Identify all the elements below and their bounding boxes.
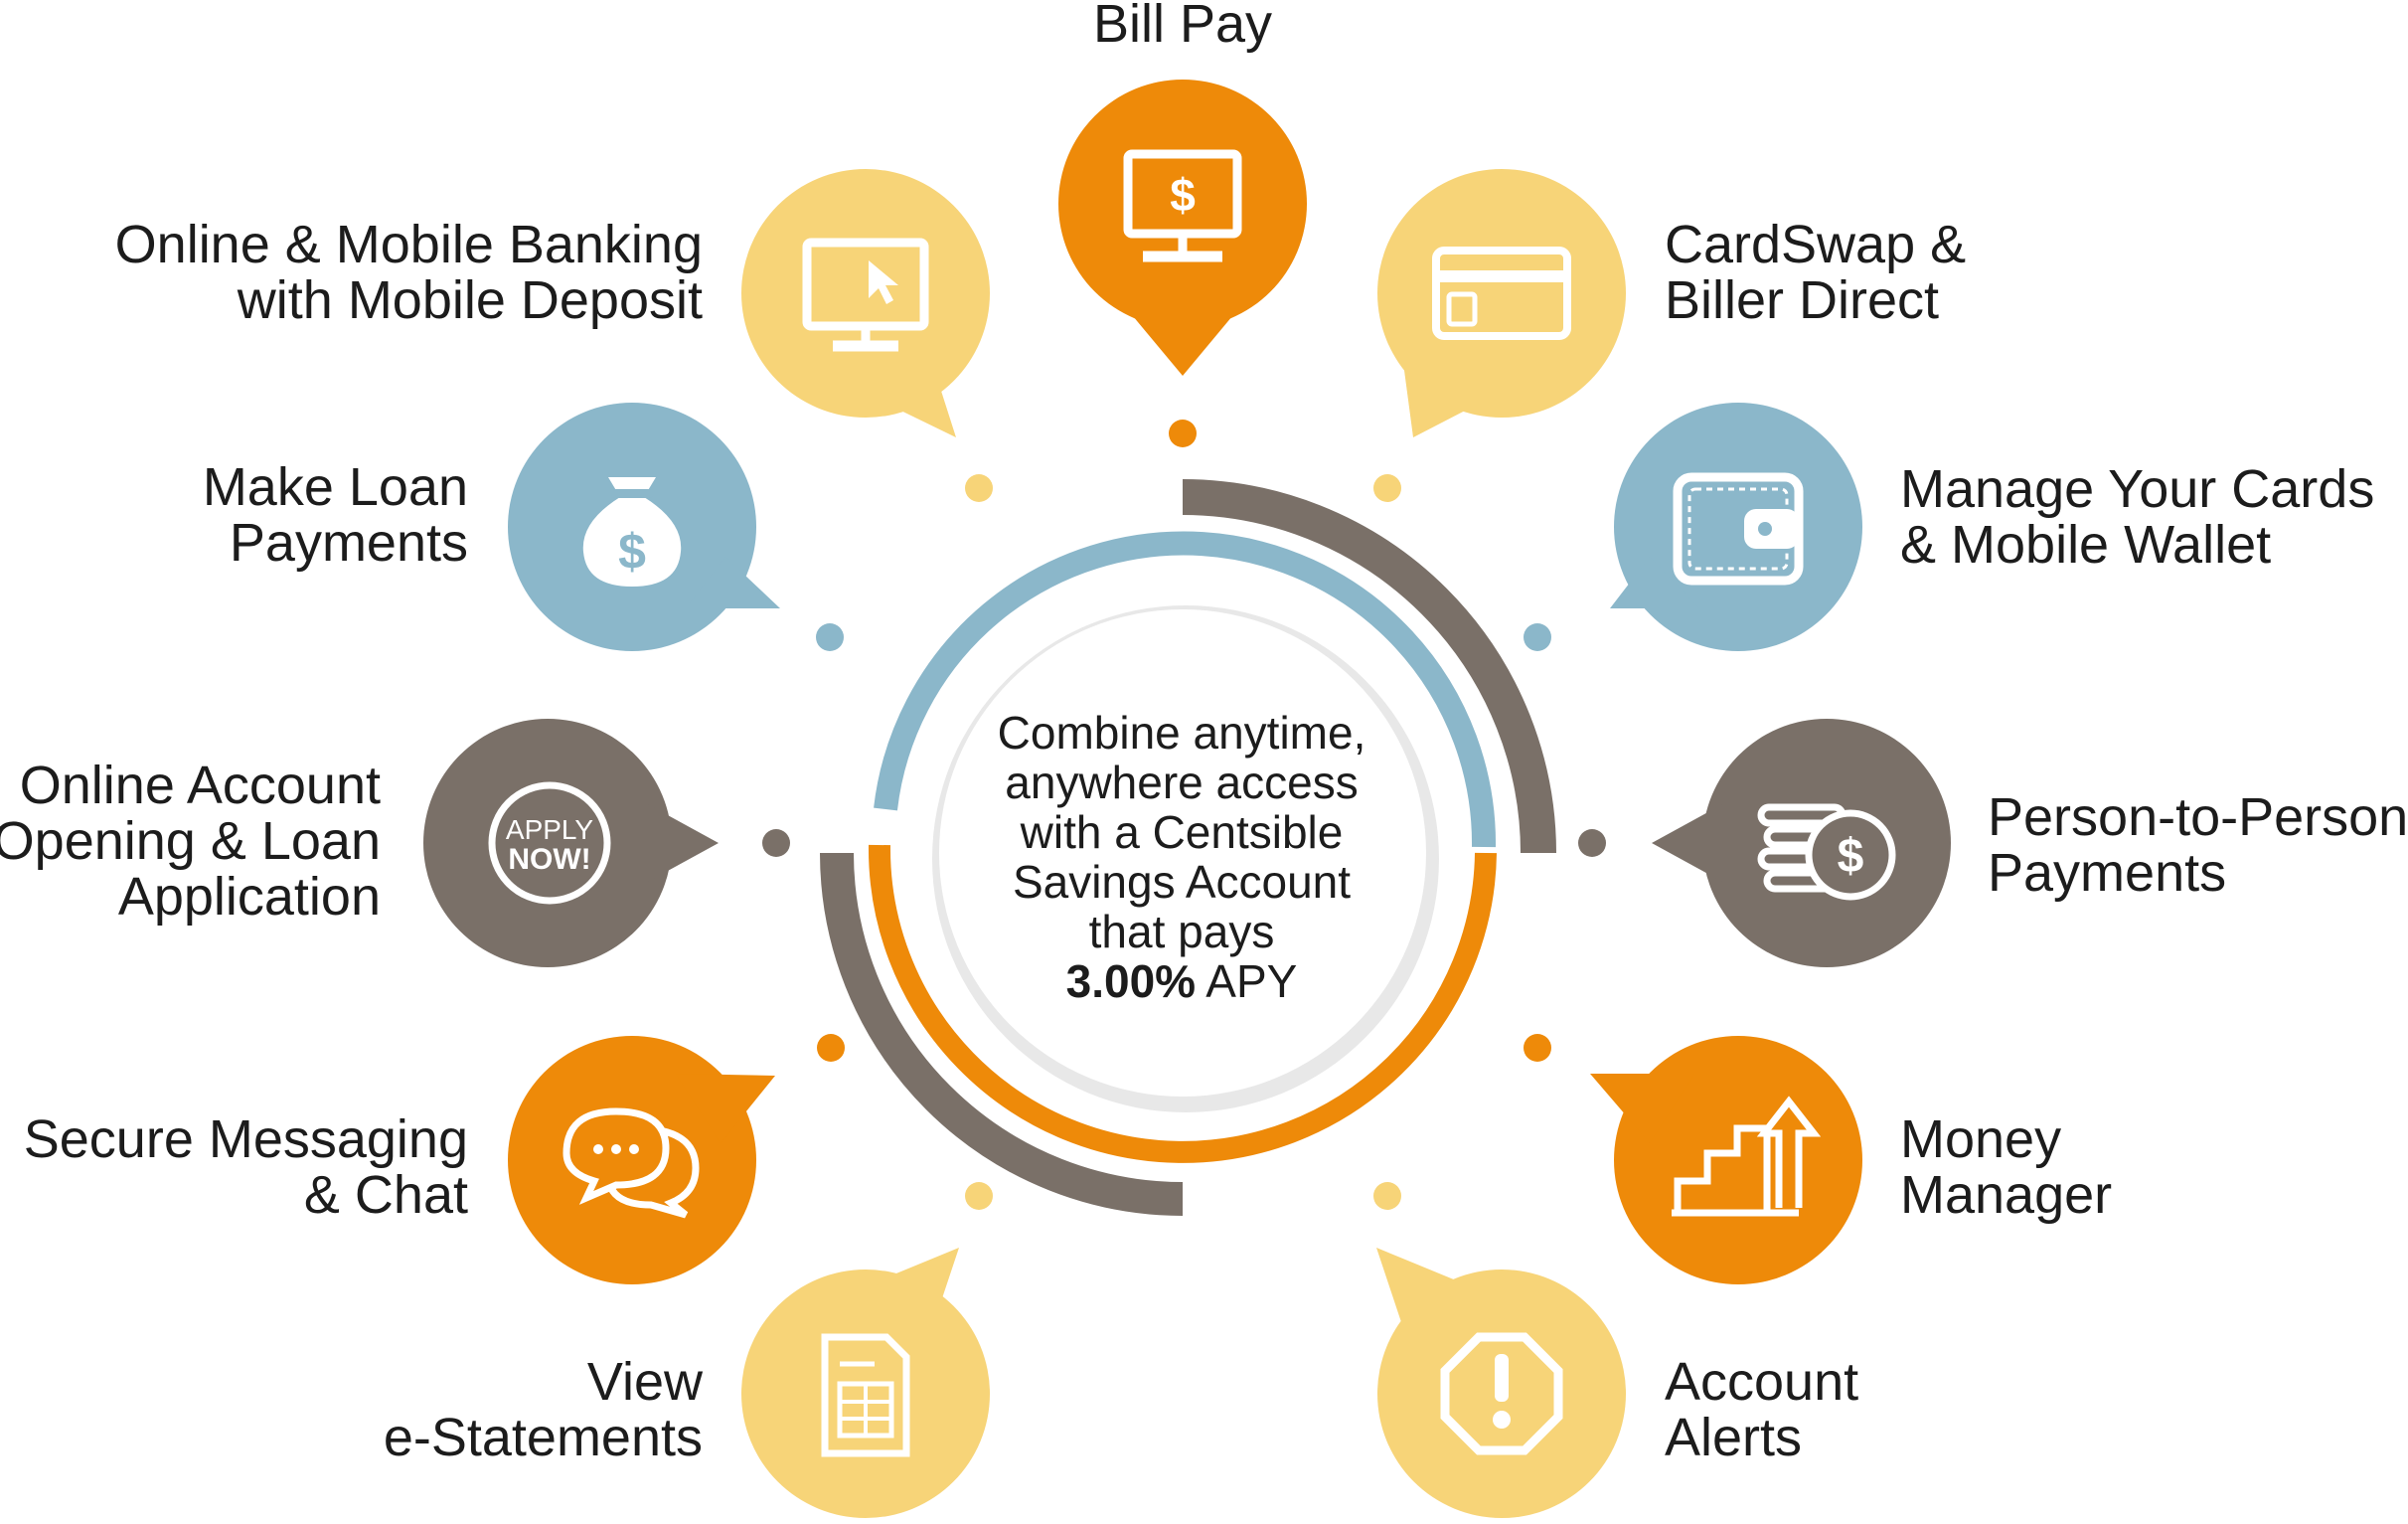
monitor-dollar-icon	[1123, 149, 1242, 262]
bubble-manage-cards	[1610, 403, 1862, 651]
dot	[762, 829, 790, 857]
label-line: Person-to-Person	[1988, 787, 2408, 847]
center-line: that pays	[1088, 906, 1275, 957]
dot	[1524, 623, 1551, 651]
center-rings	[820, 479, 1556, 1216]
label-line: Payments	[1988, 843, 2227, 903]
apy-rate: 3.00%	[1065, 955, 1197, 1007]
center-line: anywhere access	[1005, 757, 1359, 808]
bubble-e-statements	[741, 1248, 990, 1518]
apy-suffix: APY	[1196, 955, 1298, 1007]
ring-gray-bottom	[820, 852, 1184, 1216]
ring-blue	[874, 531, 1497, 848]
label-line: Account	[1665, 1352, 1859, 1412]
chat-bubbles-icon	[562, 1107, 700, 1219]
center-message: Combine anytime, anywhere access with a …	[952, 708, 1411, 1006]
label-online-banking: Online & Mobile Banking with Mobile Depo…	[115, 217, 703, 328]
bubble-cardswap	[1377, 169, 1626, 437]
bubble-online-banking	[741, 169, 990, 437]
svg-text:$: $	[1170, 169, 1196, 221]
dot	[1373, 474, 1401, 502]
wallet-icon	[1673, 472, 1804, 586]
connector-dots	[762, 420, 1606, 1210]
center-disc	[939, 609, 1426, 1097]
center-line: Savings Account	[1012, 856, 1352, 908]
label-money-manager: Money Manager	[1900, 1111, 2112, 1223]
dot	[965, 474, 993, 502]
dot	[1524, 1034, 1551, 1062]
label-line: e-Statements	[383, 1408, 703, 1467]
label-line: Online & Mobile Banking	[114, 215, 703, 274]
label-line: Opening & Loan	[0, 811, 381, 871]
center-line: Combine anytime,	[997, 707, 1366, 759]
label-line: & Chat	[303, 1165, 468, 1225]
document-icon	[821, 1333, 910, 1457]
label-line: Online Account	[19, 756, 381, 815]
ring-orange	[868, 844, 1497, 1163]
ring-gray-top	[1182, 479, 1556, 854]
label-e-statements: View e-Statements	[384, 1354, 703, 1465]
label-line: & Mobile Wallet	[1900, 515, 2272, 575]
apply-now-icon: APPLY NOW!	[488, 781, 611, 905]
label-line: Money	[1900, 1109, 2062, 1169]
apply-now-text-1: APPLY	[506, 814, 594, 845]
label-account-opening: Online Account Opening & Loan Applicatio…	[0, 758, 381, 925]
label-line: Biller Direct	[1665, 270, 1940, 330]
label-line: CardSwap &	[1665, 215, 1967, 274]
label-account-alerts: Account Alerts	[1665, 1354, 1858, 1465]
label-line: Bill Pay	[1092, 0, 1273, 54]
dot	[1169, 420, 1197, 447]
bubble-bill-pay: $	[1058, 80, 1307, 376]
coins-icon	[1757, 803, 1896, 901]
label-line: Alerts	[1665, 1408, 1803, 1467]
dot	[1578, 829, 1606, 857]
label-line: Manage Your Cards	[1900, 459, 2375, 519]
bubble-secure-messaging	[508, 1036, 775, 1284]
label-p2p: Person-to-Person Payments	[1988, 789, 2408, 901]
growth-chart-icon	[1672, 1096, 1822, 1217]
svg-text:$: $	[618, 524, 646, 580]
dot	[1373, 1182, 1401, 1210]
bubble-make-loan: $	[508, 403, 780, 651]
bubble-money-manager	[1590, 1036, 1862, 1284]
svg-text:$: $	[1838, 830, 1864, 883]
label-cardswap: CardSwap & Biller Direct	[1665, 217, 1966, 328]
label-line: Manager	[1900, 1165, 2113, 1225]
label-line: with Mobile Deposit	[237, 270, 703, 330]
label-bill-pay: Bill Pay	[1093, 0, 1272, 52]
label-line: Payments	[229, 513, 468, 573]
bubble-p2p: $	[1652, 719, 1951, 967]
apply-now-text-2: NOW!	[508, 843, 590, 876]
label-line: Secure Messaging	[23, 1109, 468, 1169]
credit-card-icon	[1432, 247, 1571, 340]
dot	[965, 1182, 993, 1210]
label-line: Application	[117, 867, 381, 927]
dot	[817, 1034, 845, 1062]
money-bag-icon	[582, 477, 682, 587]
label-manage-cards: Manage Your Cards & Mobile Wallet	[1900, 461, 2374, 573]
center-line: with a Centsible	[1020, 806, 1344, 858]
monitor-cursor-icon	[802, 238, 929, 352]
bubble-account-alerts	[1376, 1248, 1626, 1518]
alert-octagon-icon	[1440, 1332, 1563, 1455]
apy-line: 3.00% APY	[952, 956, 1411, 1006]
label-make-loan: Make Loan Payments	[203, 459, 468, 571]
label-secure-messaging: Secure Messaging & Chat	[24, 1111, 468, 1223]
label-line: View	[586, 1352, 703, 1412]
label-line: Make Loan	[202, 457, 468, 517]
bubble-account-opening: APPLY NOW!	[423, 719, 719, 967]
dot	[816, 623, 844, 651]
